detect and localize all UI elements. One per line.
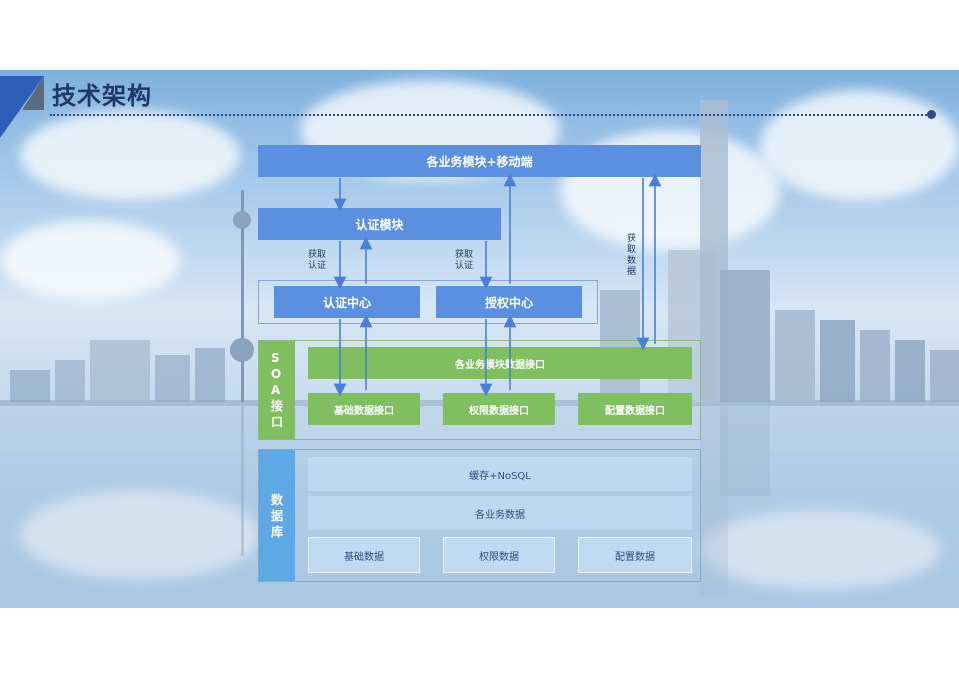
cloud-shape (20, 490, 260, 580)
get-data-label: 获 取 数 据 (627, 234, 637, 277)
db-group-outline (258, 449, 701, 582)
cloud-shape (700, 510, 940, 590)
cloud-shape (760, 90, 959, 200)
title-divider-dot (927, 110, 936, 119)
basic-data-api-box: 基础数据接口 (308, 393, 420, 425)
business-modules-box: 各业务模块+移动端 (258, 145, 701, 177)
authz-center-box: 授权中心 (436, 286, 582, 318)
skyline-silhouette (0, 100, 959, 608)
cloud-shape (0, 220, 180, 300)
business-data-box: 各业务数据 (308, 496, 692, 530)
soa-interface-label: S O A 接 口 (259, 341, 295, 439)
title-corner-graphic (0, 76, 44, 138)
get-auth-left-label: 获取 认证 (308, 250, 327, 271)
database-label: 数 据 库 (259, 450, 295, 581)
auth-module-box: 认证模块 (258, 208, 501, 240)
page-title: 技术架构 (52, 82, 152, 110)
auth-center-box: 认证中心 (274, 286, 420, 318)
basic-data-box: 基础数据 (308, 537, 420, 573)
config-data-api-box: 配置数据接口 (578, 393, 692, 425)
cache-nosql-box: 缓存+NoSQL (308, 457, 692, 491)
permission-data-box: 权限数据 (443, 537, 555, 573)
get-auth-right-label: 获取 认证 (455, 250, 474, 271)
center-group-outline (258, 280, 598, 324)
config-data-box: 配置数据 (578, 537, 692, 573)
permission-data-api-box: 权限数据接口 (443, 393, 555, 425)
cloud-shape (20, 110, 240, 200)
business-data-api-box: 各业务模块数据接口 (308, 347, 692, 379)
title-divider-line (50, 114, 930, 116)
